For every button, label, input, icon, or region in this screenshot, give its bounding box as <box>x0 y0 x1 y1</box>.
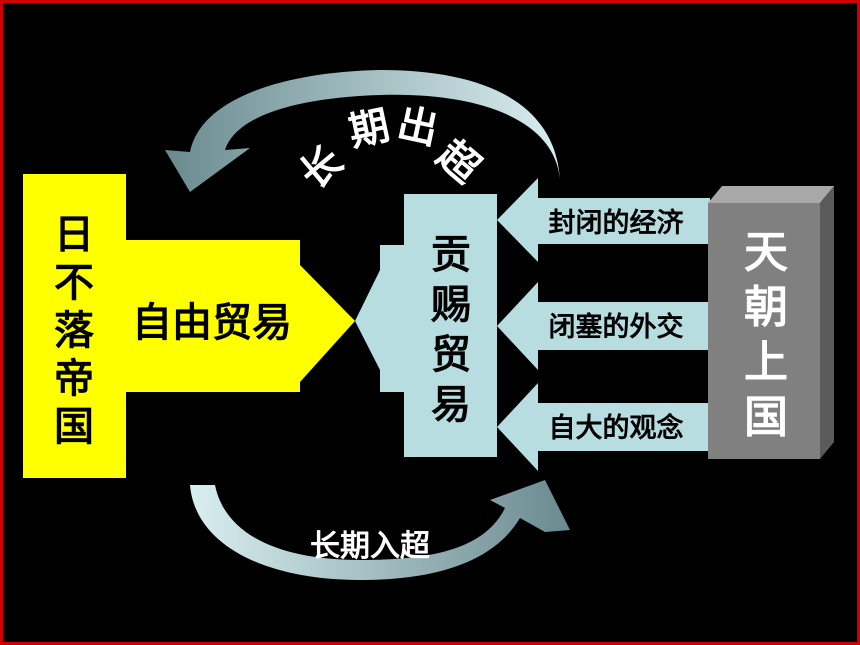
free-trade-arrow <box>124 240 355 392</box>
empire-char-4: 帝 <box>54 356 94 402</box>
tribute-char-3: 贸 <box>431 332 471 378</box>
celestial-char-3: 上 <box>744 337 788 388</box>
celestial-box <box>708 203 820 459</box>
bottom-curved-arrow <box>190 480 570 580</box>
celestial-char-1: 天 <box>744 227 788 278</box>
cause-arrow-2 <box>497 282 710 370</box>
top-arc-char-3: 出 <box>393 101 442 154</box>
cause-label-diplomacy: 闭塞的外交 <box>549 311 684 343</box>
top-curved-arrow <box>165 70 560 192</box>
celestial-char-4: 国 <box>744 392 788 443</box>
tribute-box <box>404 194 497 457</box>
empire-char-3: 落 <box>54 308 95 354</box>
celestial-box-side <box>820 186 834 459</box>
tribute-char-2: 赐 <box>430 282 471 328</box>
empire-char-1: 日 <box>54 212 94 258</box>
celestial-char-2: 朝 <box>744 282 788 333</box>
free-trade-label: 自由贸易 <box>132 300 292 346</box>
empire-char-5: 国 <box>54 404 94 450</box>
cause-label-mindset: 自大的观念 <box>549 412 684 444</box>
empire-box <box>23 174 126 478</box>
top-arc-char-2: 期 <box>345 103 394 156</box>
celestial-box-top <box>708 186 834 203</box>
top-arc-char-4: 超 <box>428 132 489 194</box>
tribute-char-4: 易 <box>431 382 471 428</box>
cause-arrow-3 <box>497 383 710 471</box>
top-arc-char-1: 长 <box>292 138 352 199</box>
tribute-char-1: 贡 <box>431 232 471 278</box>
bottom-arc-label: 长期入超 <box>310 529 431 564</box>
cause-arrow-1 <box>497 178 710 262</box>
cause-label-economy: 封闭的经济 <box>549 207 685 239</box>
top-arc-label: 长 期 出 超 <box>292 101 490 199</box>
empire-char-2: 不 <box>54 260 94 306</box>
tribute-arrow <box>355 245 404 392</box>
